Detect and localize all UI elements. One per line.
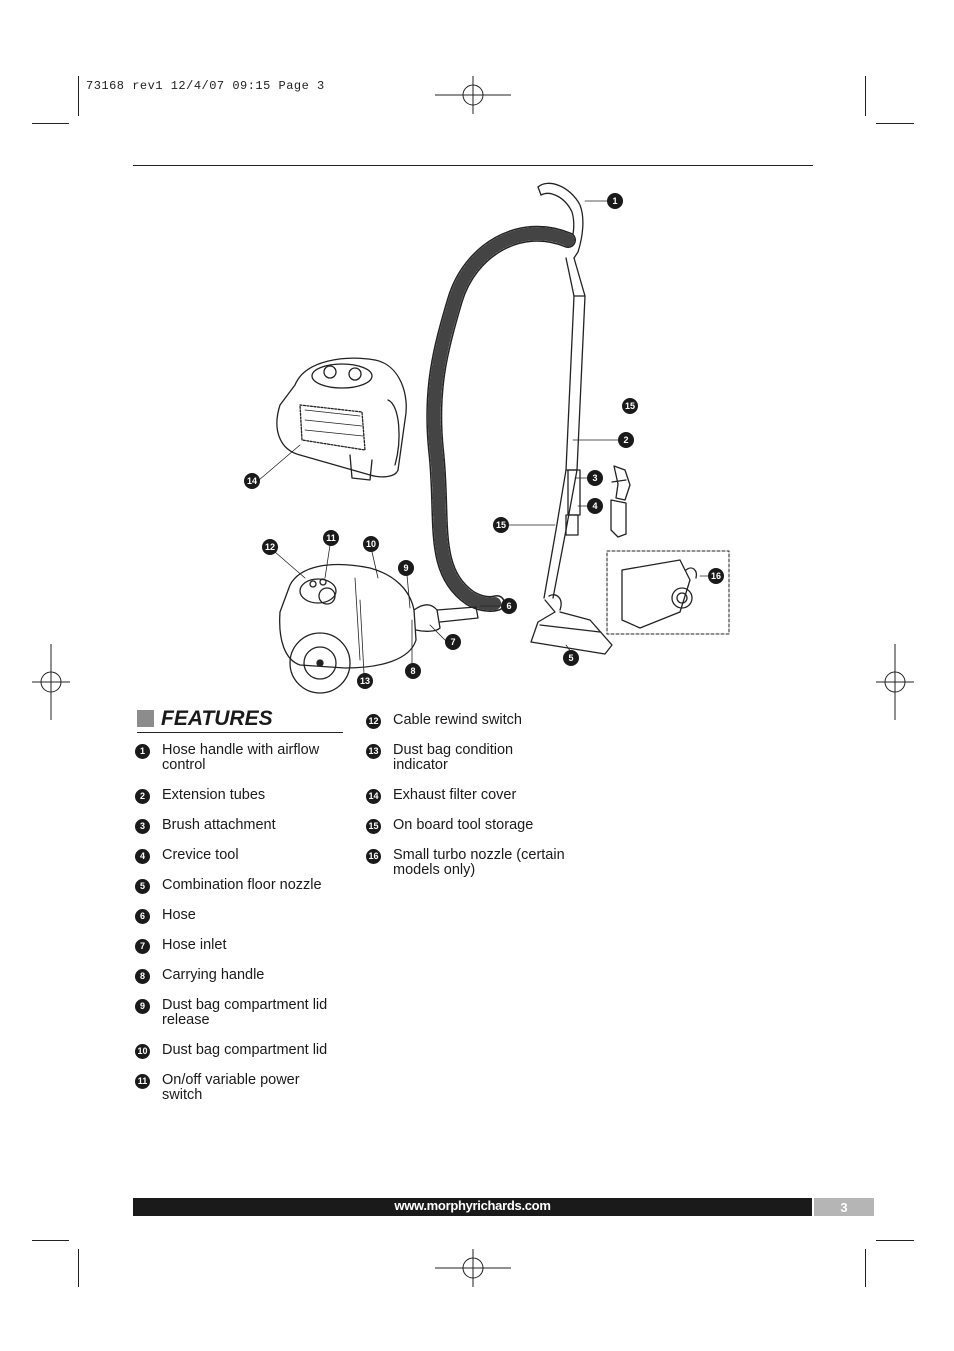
footer-bar: www.morphyrichards.com xyxy=(133,1198,812,1216)
callout-9: 9 xyxy=(398,560,414,576)
page-number: 3 xyxy=(840,1200,848,1215)
callout-15-top: 15 xyxy=(622,398,638,414)
features-heading: FEATURES xyxy=(137,707,343,733)
svg-text:4: 4 xyxy=(592,501,597,511)
svg-text:3: 3 xyxy=(592,473,597,483)
svg-text:10: 10 xyxy=(366,539,376,549)
callout-6: 6 xyxy=(501,598,517,614)
callout-8: 8 xyxy=(405,663,421,679)
svg-text:7: 7 xyxy=(450,637,455,647)
page-number-box: 3 xyxy=(814,1198,874,1216)
svg-text:14: 14 xyxy=(247,476,257,486)
svg-text:2: 2 xyxy=(623,435,628,445)
callout-13: 13 xyxy=(357,673,373,689)
svg-text:1: 1 xyxy=(612,196,617,206)
callout-7: 7 xyxy=(445,634,461,650)
features-title: FEATURES xyxy=(161,707,273,730)
svg-text:11: 11 xyxy=(326,533,336,543)
vacuum-diagram: 1 15 2 3 4 15 16 5 6 7 8 9 10 11 12 13 1… xyxy=(244,182,730,694)
top-rule xyxy=(133,165,813,166)
svg-text:12: 12 xyxy=(265,542,275,552)
callout-1: 1 xyxy=(607,193,623,209)
svg-text:9: 9 xyxy=(403,563,408,573)
callout-3: 3 xyxy=(587,470,603,486)
footer-url[interactable]: www.morphyrichards.com xyxy=(394,1198,551,1213)
svg-text:15: 15 xyxy=(625,401,635,411)
callout-2: 2 xyxy=(618,432,634,448)
svg-text:5: 5 xyxy=(568,653,573,663)
svg-text:8: 8 xyxy=(410,666,415,676)
print-slug: 73168 rev1 12/4/07 09:15 Page 3 xyxy=(86,79,325,93)
svg-text:16: 16 xyxy=(711,571,721,581)
callout-15: 15 xyxy=(493,517,509,533)
callout-10: 10 xyxy=(363,536,379,552)
callout-11: 11 xyxy=(323,530,339,546)
heading-square-icon xyxy=(137,710,154,727)
callout-12: 12 xyxy=(262,539,278,555)
callout-5: 5 xyxy=(563,650,579,666)
svg-text:13: 13 xyxy=(360,676,370,686)
callout-4: 4 xyxy=(587,498,603,514)
callout-16: 16 xyxy=(708,568,724,584)
svg-text:15: 15 xyxy=(496,520,506,530)
svg-text:6: 6 xyxy=(506,601,511,611)
callout-14: 14 xyxy=(244,473,260,489)
